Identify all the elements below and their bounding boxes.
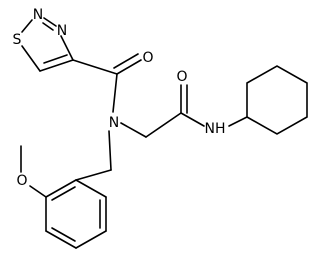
atom-label-s: S — [13, 32, 22, 48]
benzyl-linker — [75, 130, 112, 181]
benzene-ring — [45, 179, 107, 249]
thiadiazole-ring — [21, 17, 74, 72]
bond-n2-n3-double — [42, 22, 54, 31]
bond-ar1-ar2-inner — [51, 186, 76, 201]
atom-label-nh: NH — [205, 121, 226, 137]
bond-c4-c5 — [39, 59, 74, 72]
bond-ch2-carbonyl — [145, 112, 182, 138]
cyclohexane-bonds — [246, 65, 308, 135]
bond-carbonyl-n — [112, 73, 118, 113]
bond-aryl-o — [29, 185, 47, 198]
atom-label-methoxy-o: O — [16, 173, 27, 189]
glycinamide-chain — [120, 84, 248, 138]
bond-s1-n2 — [21, 19, 33, 33]
bond-c5-s1 — [21, 45, 41, 72]
bond-carbonyl-o-double — [113, 53, 139, 69]
bond-carbonyl-o — [116, 59, 142, 75]
atom-label-amide-n: N — [109, 115, 119, 131]
atom-label-n2: N — [33, 7, 43, 23]
methoxy-group — [20, 145, 47, 198]
bond-c4-carbonyl — [72, 59, 118, 75]
bond-benzyl-ch2-aryl — [75, 169, 112, 181]
carboxamide — [72, 53, 142, 113]
bond-ar3-ar4-inner — [51, 227, 76, 242]
atom-label-glycinamide-o: O — [176, 69, 187, 85]
bond-ar1-ar2 — [45, 179, 77, 198]
bond-n3-c4 — [60, 35, 74, 61]
bond-n-benzyl-ch2 — [108, 130, 112, 171]
bond-nh-cyclohexyl — [228, 116, 248, 127]
bond-c4-c5-double — [43, 54, 68, 64]
bond-n2-n3 — [43, 17, 57, 27]
atom-label-amide-o: O — [142, 50, 153, 66]
cyclohexane-ring — [246, 65, 308, 135]
bond-n-ch2 — [120, 122, 147, 138]
atom-label-n3: N — [57, 23, 67, 39]
bond-ar6-ar1 — [75, 179, 107, 198]
bond-carbonyl2-nh — [180, 112, 205, 127]
bond-ar4-ar5 — [75, 230, 107, 249]
bond-ar3-ar4 — [45, 230, 77, 249]
